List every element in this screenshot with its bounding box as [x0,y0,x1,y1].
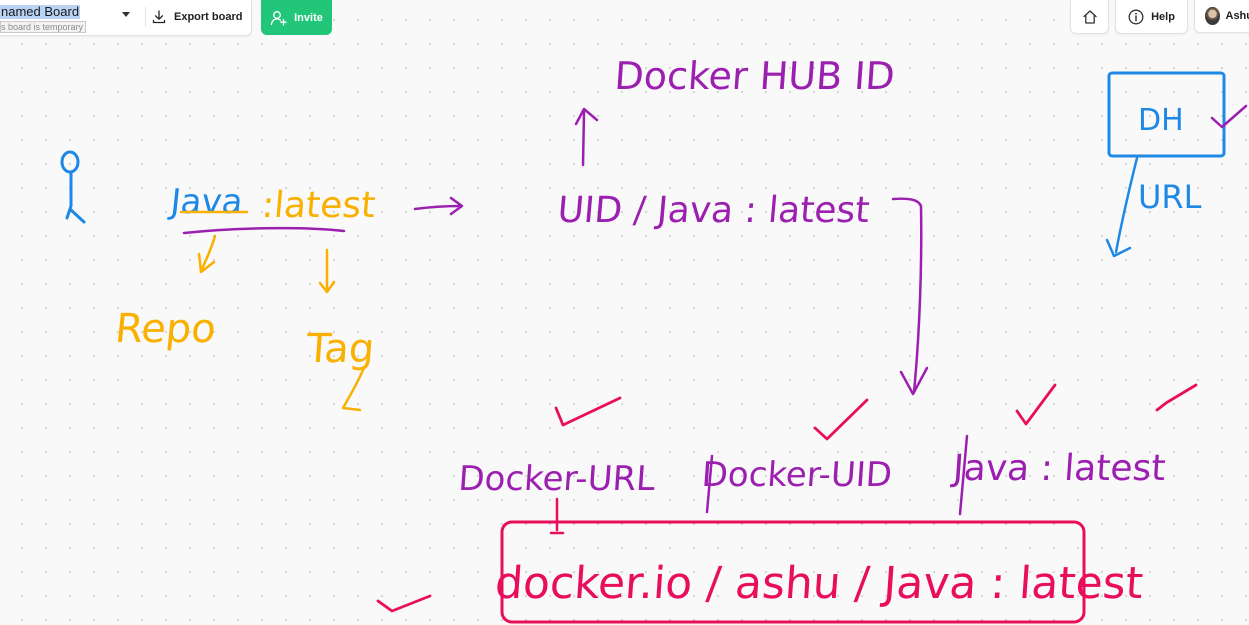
user-menu-button[interactable]: Ashu [1194,0,1249,33]
docker-full-reference: docker.io / ashu / Java : latest [493,558,1144,609]
user-name: Ashu [1225,10,1249,22]
separator-1 [705,454,714,514]
checkmarks [376,383,1198,613]
dh-label: DH [1138,103,1184,138]
java-latest-label: Java : latest [950,448,1167,489]
pink-connector [549,497,565,535]
help-label: Help [1151,10,1175,23]
info-icon [1128,9,1144,24]
tag-label: Tag [304,326,376,372]
repo-label: Repo [113,306,218,352]
home-button[interactable] [1070,0,1109,34]
invite-label: Invite [294,11,323,24]
right-arrow [413,196,464,216]
java-latest-underline [182,226,346,235]
tag-arrow [318,248,336,294]
repo-arrow [197,234,217,274]
board-name[interactable]: named Board [0,4,81,19]
avatar [1205,7,1220,25]
help-button[interactable]: Help [1115,0,1188,34]
url-arrow [1105,156,1139,258]
uid-java-latest-label: UID / Java : latest [556,189,871,231]
board-title-area[interactable]: named Board s board is temporary [0,4,120,34]
board-toolbar: named Board s board is temporary Export … [0,0,252,36]
export-board-label: Export board [174,11,243,23]
java-label: Java [167,182,245,222]
temporary-board-note: s board is temporary [0,21,87,33]
colon-latest-label: :latest [260,184,377,226]
dockerhub-id-label: Docker HUB ID [613,54,896,98]
tag-g-tail [341,368,365,412]
chevron-down-icon[interactable] [122,12,130,17]
dh-checkmark [1210,104,1248,129]
down-arrow [891,197,929,396]
up-arrow [574,107,599,167]
dh-box [1107,71,1226,158]
docker-url-label: Docker-URL [457,459,656,499]
download-icon [152,10,166,24]
separator-2 [958,434,969,516]
toolbar-divider [145,7,146,27]
docker-ref-box [500,520,1086,624]
blue-pin-doodle [60,150,86,224]
docker-uid-label: Docker-UID [700,455,893,495]
export-board-button[interactable]: Export board [152,6,242,28]
home-icon [1082,9,1097,24]
add-user-icon [270,10,287,26]
url-label: URL [1138,178,1202,216]
invite-button[interactable]: Invite [261,0,332,35]
